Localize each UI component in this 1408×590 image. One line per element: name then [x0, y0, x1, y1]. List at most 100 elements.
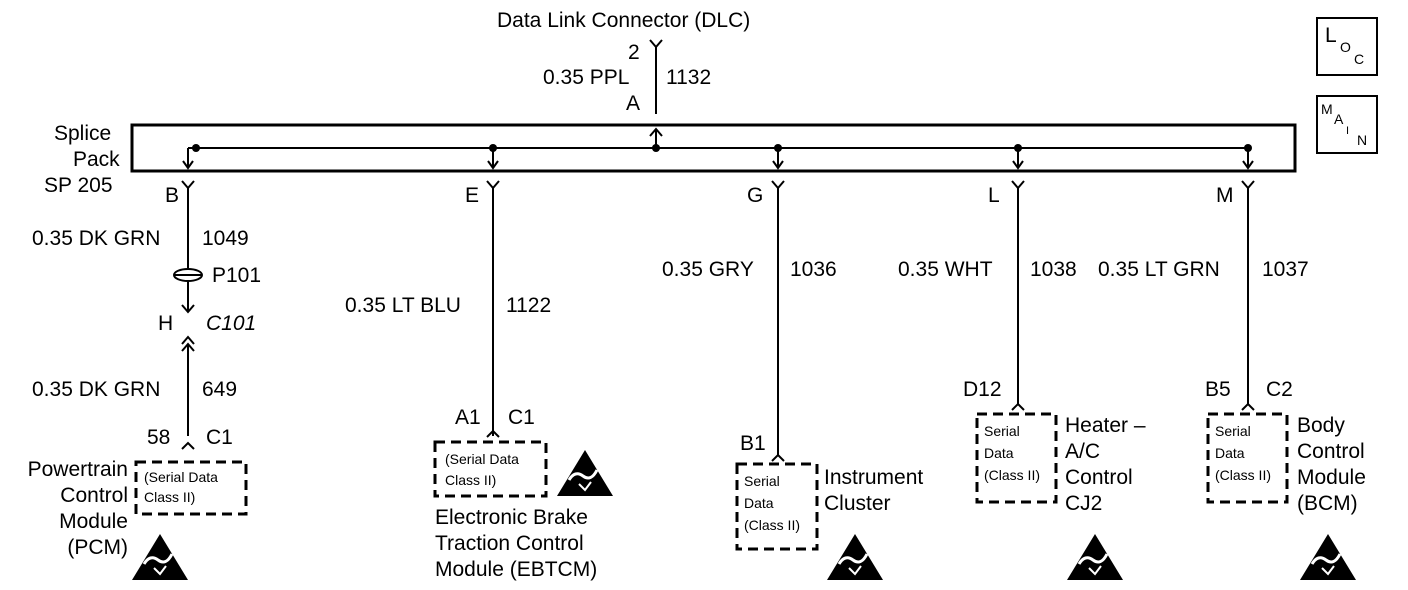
- ic-box-line2: Data: [744, 495, 774, 511]
- svg-text:N: N: [1357, 132, 1367, 148]
- branch-l-wire: [1011, 180, 1025, 405]
- branch-e-wire-label: 0.35 LT BLU: [345, 294, 461, 317]
- branch-e-pin: E: [465, 184, 479, 207]
- bcm-term-conn: C2: [1266, 378, 1293, 401]
- branch-e-wire: [486, 180, 500, 436]
- bcm-name-4: (BCM): [1297, 492, 1358, 515]
- dlc-title: Data Link Connector (DLC): [497, 9, 750, 32]
- main-icon: M A I N: [1316, 95, 1378, 154]
- branch-g-wire-label: 0.35 GRY: [662, 258, 754, 281]
- bcm-serial-box: [1206, 412, 1289, 504]
- pcm-name-1: Powertrain: [28, 458, 128, 481]
- pcm-esd-icon: [130, 532, 190, 582]
- bcm-name-3: Module: [1297, 466, 1366, 489]
- ebtcm-name-1: Electronic Brake: [435, 506, 588, 529]
- hvac-name-1: Heater –: [1065, 414, 1146, 437]
- pcm-box-line1: (Serial Data: [144, 469, 218, 485]
- branch-g-circuit: 1036: [790, 258, 837, 281]
- ic-box-line1: Serial: [744, 473, 780, 489]
- branch-l-wire-label: 0.35 WHT: [898, 258, 993, 281]
- ic-name-1: Instrument: [824, 466, 923, 489]
- branch-b-wire-3: [181, 335, 195, 436]
- svg-text:I: I: [1346, 125, 1349, 137]
- branch-e-circuit: 1122: [506, 294, 551, 317]
- hvac-term-pin: D12: [963, 378, 1002, 401]
- svg-text:M: M: [1321, 101, 1333, 117]
- branch-b-wire-2: [181, 282, 195, 314]
- dlc-wire-label: 0.35 PPL: [543, 66, 629, 89]
- ebtcm-term-pin: A1: [455, 406, 481, 429]
- hvac-box-line2: Data: [984, 445, 1014, 461]
- ic-box-line3: (Class II): [744, 517, 800, 533]
- pcm-box-line2: Class II): [144, 489, 195, 505]
- ic-name-2: Cluster: [824, 492, 891, 515]
- ebtcm-name-3: Module (EBTCM): [435, 558, 597, 581]
- pcm-term-conn: C1: [206, 426, 233, 449]
- p101-splice-icon: [173, 268, 203, 282]
- ebtcm-box-line1: (Serial Data: [445, 451, 519, 467]
- bcm-term-arrow: [1241, 402, 1255, 411]
- pcm-term-arrow: [181, 441, 195, 450]
- branch-g-pin: G: [747, 184, 763, 207]
- hvac-box-line1: Serial: [984, 423, 1020, 439]
- branch-m-pin: M: [1216, 184, 1234, 207]
- branch-b-circuit1: 1049: [202, 227, 249, 250]
- pcm-name-2: Control: [60, 484, 128, 507]
- dlc-circuit-label: 1132: [666, 66, 711, 89]
- bcm-term-pin: B5: [1205, 378, 1231, 401]
- branch-b-wire2-label: 0.35 DK GRN: [32, 378, 160, 401]
- ic-term-pin: B1: [740, 432, 766, 455]
- branch-b-wire1-label: 0.35 DK GRN: [32, 227, 160, 250]
- branch-b-wire-1: [181, 180, 195, 268]
- bcm-box-line1: Serial: [1215, 423, 1251, 439]
- branch-l-circuit: 1038: [1030, 258, 1077, 281]
- bcm-name-2: Control: [1297, 440, 1365, 463]
- ebtcm-esd-icon: [555, 448, 615, 498]
- hvac-name-4: CJ2: [1065, 492, 1102, 515]
- bcm-box-line3: (Class II): [1215, 467, 1271, 483]
- hvac-serial-box: [975, 412, 1058, 504]
- ebtcm-name-2: Traction Control: [435, 532, 584, 555]
- branch-b-circuit2: 649: [202, 378, 237, 401]
- ebtcm-term-arrow: [486, 429, 500, 438]
- p101-label: P101: [212, 264, 261, 287]
- splice-label-1: Splice: [54, 122, 111, 145]
- hvac-box-line3: (Class II): [984, 467, 1040, 483]
- ic-esd-icon: [825, 532, 885, 582]
- branch-m-wire: [1241, 180, 1255, 405]
- hvac-name-3: Control: [1065, 466, 1133, 489]
- ebtcm-box-line2: Class II): [445, 472, 496, 488]
- svg-text:L: L: [1325, 24, 1337, 47]
- pcm-term-pin: 58: [147, 426, 170, 449]
- ic-term-arrow: [771, 453, 785, 462]
- pcm-serial-box: [134, 460, 248, 516]
- branch-m-circuit: 1037: [1262, 258, 1309, 281]
- ic-serial-box: [735, 462, 819, 551]
- svg-text:O: O: [1340, 39, 1351, 55]
- hvac-term-arrow: [1011, 402, 1025, 411]
- splice-label-2: Pack: [73, 148, 120, 171]
- bcm-name-1: Body: [1297, 414, 1345, 437]
- hvac-name-2: A/C: [1065, 440, 1100, 463]
- branch-g-wire: [771, 180, 785, 456]
- bcm-esd-icon: [1298, 532, 1358, 582]
- pcm-name-4: (PCM): [67, 536, 128, 559]
- branch-l-pin: L: [988, 184, 1000, 207]
- splice-pack-box: [130, 123, 1297, 173]
- dlc-pin-bottom: A: [626, 92, 640, 115]
- branch-m-wire-label: 0.35 LT GRN: [1098, 258, 1220, 281]
- splice-label-3: SP 205: [44, 174, 113, 197]
- c101-label: C101: [206, 312, 256, 335]
- splice-drop-arrows: [182, 148, 1254, 170]
- svg-text:C: C: [1354, 51, 1364, 67]
- ebtcm-term-conn: C1: [508, 406, 535, 429]
- branch-b-pin: B: [165, 184, 179, 207]
- bcm-box-line2: Data: [1215, 445, 1245, 461]
- ebtcm-serial-box: [433, 440, 548, 498]
- pcm-name-3: Module: [59, 510, 128, 533]
- svg-text:A: A: [1334, 111, 1344, 127]
- location-icon: L O C: [1316, 17, 1378, 76]
- dlc-pin-top: 2: [628, 41, 640, 64]
